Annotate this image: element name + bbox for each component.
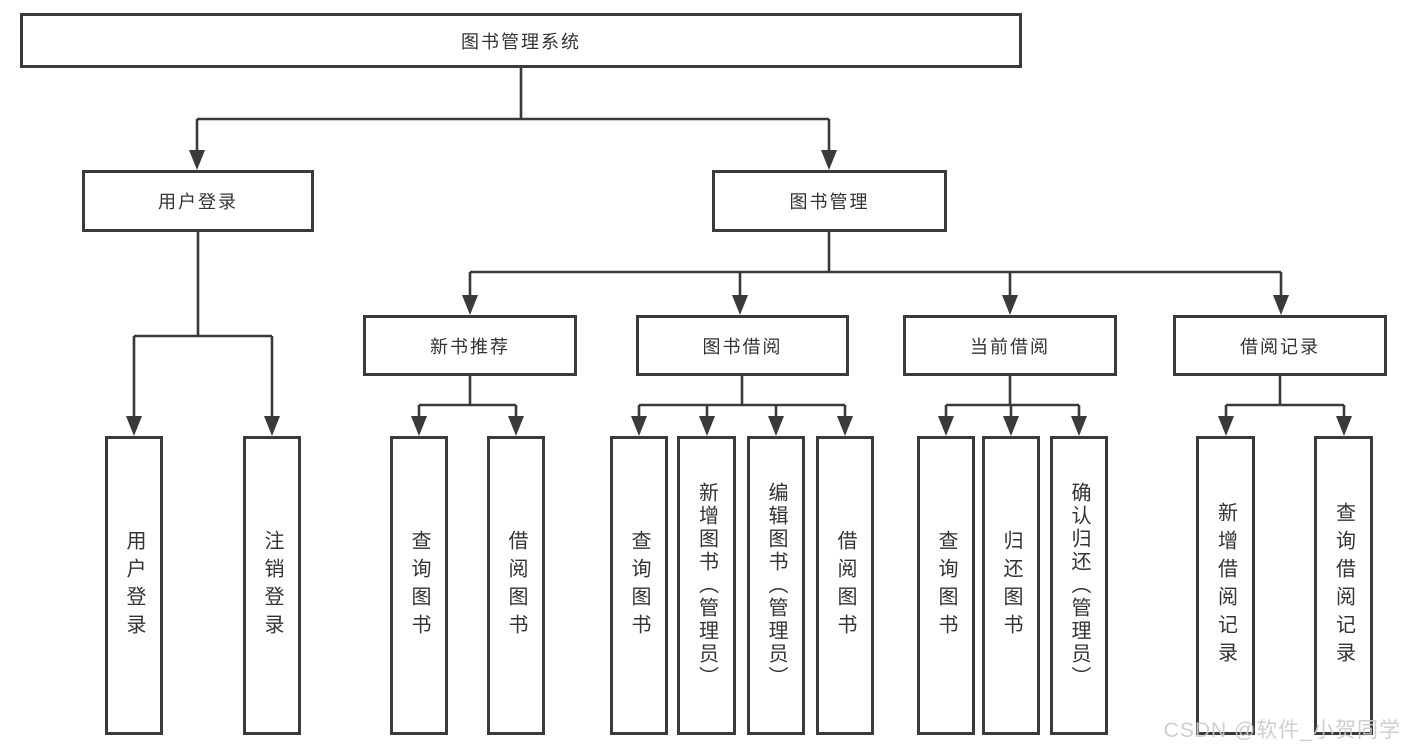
node-label: 当前借阅 [970,336,1050,357]
node-label: 借阅图书 [505,529,527,642]
leaf-query-books: 查询图书 [610,436,668,735]
leaf-confirm-return-admin: 确认归还（管理员） [1050,436,1108,735]
leaf-user-login: 用户登录 [105,436,163,735]
leaf-logout: 注销登录 [243,436,301,735]
leaf-query-borrow-record: 查询借阅记录 [1314,436,1373,735]
leaf-add-borrow-record: 新增借阅记录 [1196,436,1255,735]
node-label: 图书借阅 [702,336,783,357]
node-book-borrowing: 图书借阅 [636,315,849,376]
leaf-return-books: 归还图书 [982,436,1040,735]
node-label: 新增借阅记录 [1214,501,1237,670]
node-label: 用户登录 [158,192,238,212]
csdn-watermark: CSDN @软件_小贺同学 [1163,719,1401,742]
leaf-query-books: 查询图书 [390,436,448,735]
connector-paths [132,68,1346,417]
node-label: 编辑图书（管理员） [765,482,787,689]
node-current-borrowing: 当前借阅 [903,315,1117,376]
node-label: 图书管理系统 [461,31,581,52]
node-label: 归还图书 [1000,529,1022,642]
node-label: 查询图书 [935,529,957,642]
node-label: 新增图书（管理员） [695,482,718,689]
node-user-login: 用户登录 [82,170,314,232]
node-label: 图书管理 [789,192,870,212]
leaf-borrow-books: 借阅图书 [487,436,545,735]
node-label: 借阅记录 [1240,336,1320,357]
node-library-management-system: 图书管理系统 [20,13,1022,68]
node-label: 查询借阅记录 [1332,501,1355,670]
leaf-add-books-admin: 新增图书（管理员） [677,436,736,735]
node-label: 确认归还（管理员） [1068,482,1090,689]
node-label: 查询图书 [408,529,430,642]
node-new-book-recommendation: 新书推荐 [363,315,577,376]
node-label: 注销登录 [261,529,283,642]
node-borrowing-records: 借阅记录 [1173,315,1387,376]
node-label: 用户登录 [123,529,145,642]
node-label: 查询图书 [628,529,650,642]
arrowheads [126,150,1352,436]
node-label: 借阅图书 [834,529,856,642]
node-label: 新书推荐 [430,336,510,357]
node-book-management: 图书管理 [712,170,947,232]
leaf-query-books: 查询图书 [917,436,975,735]
leaf-edit-books-admin: 编辑图书（管理员） [747,436,805,735]
leaf-borrow-books: 借阅图书 [816,436,874,735]
